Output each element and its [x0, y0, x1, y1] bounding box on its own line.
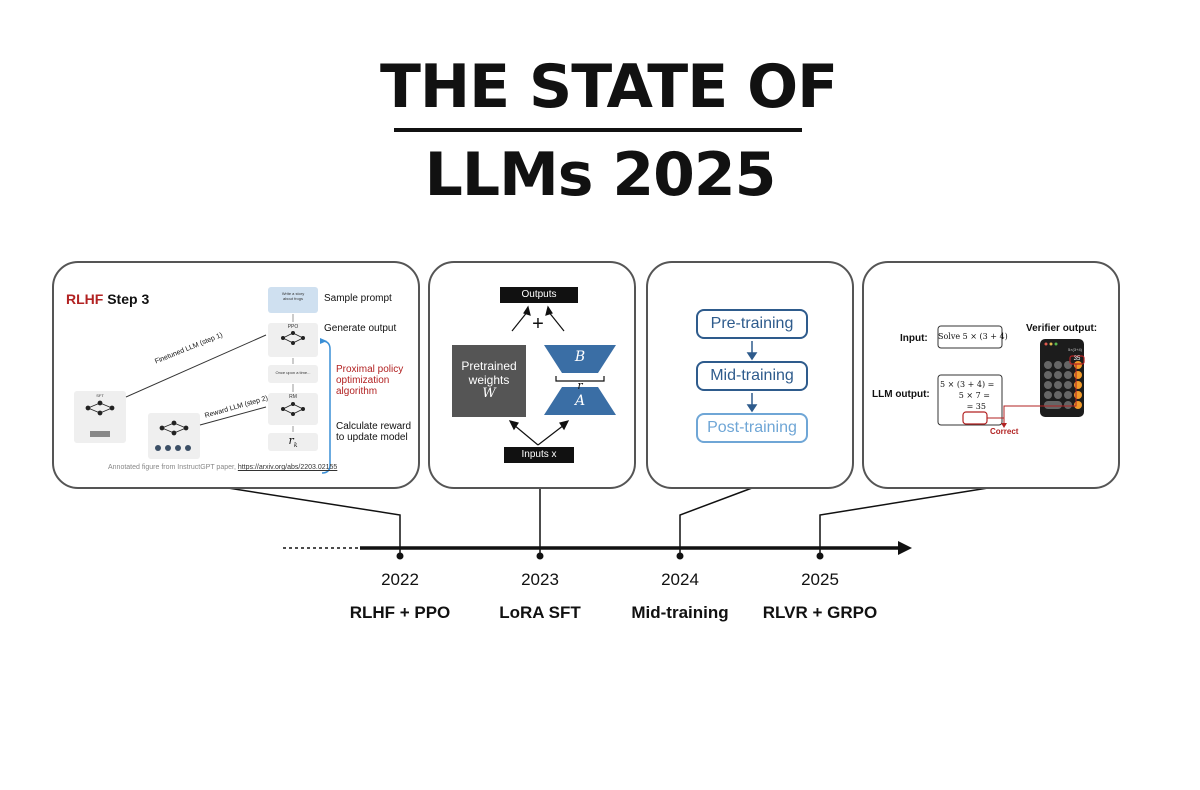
lora-b-label: B: [574, 349, 586, 365]
year-2025: 2025: [801, 570, 839, 589]
input-value: Solve 5 × (3 + 4): [938, 332, 1008, 341]
year-2024: 2024: [661, 570, 699, 589]
post-training-pill: Post-training: [696, 413, 808, 443]
prompt-card-line-1: Write a story: [281, 291, 305, 296]
sample-prompt-label: Sample prompt: [324, 293, 392, 304]
proximal-line-2: optimization: [336, 375, 390, 386]
timeline-dot-2025: [816, 552, 824, 560]
rlhf-heading-rest: Step 3: [103, 291, 150, 307]
lora-r-label: r: [577, 379, 583, 392]
rk-card-label: rk: [268, 434, 318, 449]
milestone-2023: LoRA SFT: [499, 603, 581, 622]
lora-diagram: [452, 287, 616, 463]
panel-rlvr: Input: Solve 5 × (3 + 4) Verifier output…: [862, 261, 1120, 489]
rlhf-caption: Annotated figure from InstructGPT paper,…: [108, 464, 337, 471]
llm-output-label: LLM output:: [872, 389, 930, 400]
lora-outputs-label: Outputs: [521, 289, 557, 300]
title-line-1: THE STATE OF: [380, 52, 838, 122]
milestone-2022: RLHF + PPO: [349, 603, 451, 622]
year-2022: 2022: [381, 570, 419, 589]
rk-symbol: r: [288, 434, 294, 447]
pretrained-line-1: Pretrained: [461, 359, 517, 373]
llm-line-3: = 35: [966, 402, 986, 411]
calculator-expression: 5×(3+4): [1067, 347, 1082, 352]
rk-subscript: k: [293, 442, 298, 450]
milestone-2025: RLVR + GRPO: [762, 603, 878, 622]
lora-plus-sign: +: [532, 313, 544, 335]
timeline-dot-2022: [396, 552, 404, 560]
timeline-arrowhead: [898, 541, 912, 555]
correct-label: Correct: [990, 427, 1019, 436]
caption-prefix: Annotated figure from InstructGPT paper,: [108, 464, 238, 471]
title-rule: [394, 128, 802, 132]
proximal-line-3: algorithm: [336, 386, 378, 397]
rlvr-diagram: [937, 325, 1085, 428]
input-label: Input:: [900, 333, 928, 344]
pre-training-pill: Pre-training: [696, 309, 808, 339]
mid-training-pill: Mid-training: [696, 361, 808, 391]
title-line-2: LLMs 2025: [424, 140, 777, 210]
rlhf-heading-accent: RLHF: [66, 291, 104, 307]
rm-card-label: RM: [289, 394, 297, 400]
ppo-card-label: PPO: [287, 324, 299, 330]
connector-2025: [819, 487, 989, 556]
connector-2024: [679, 487, 753, 556]
panel-mid-training: Pre-training Mid-training Post-training: [646, 261, 854, 489]
verifier-output-label: Verifier output:: [1026, 323, 1098, 334]
pretrained-line-2: weights: [468, 373, 510, 387]
lora-inputs-label: Inputs x: [521, 449, 557, 460]
rlhf-heading: RLHF Step 3: [66, 291, 149, 307]
sft-card-label: SFT: [96, 393, 104, 398]
lora-a-label: A: [574, 393, 586, 409]
llm-line-2: 5 × 7 =: [958, 391, 990, 400]
milestone-2024: Mid-training: [631, 603, 729, 622]
reward-line-1: Calculate reward: [336, 421, 412, 432]
rlhf-diagram: [74, 287, 331, 474]
prompt-card-line-2: about frogs: [282, 296, 303, 301]
timeline-dot-2024: [676, 552, 684, 560]
llm-output-text: 5 × (3 + 4) = 5 × 7 = = 35: [940, 379, 1000, 412]
mid-training-arrows: [746, 341, 758, 413]
calculator-result: 35: [1073, 356, 1081, 362]
pretrained-w: W: [482, 386, 496, 401]
llm-line-1: 5 × (3 + 4) =: [940, 380, 995, 389]
connector-2022: [227, 487, 401, 556]
timeline-dot-2023: [536, 552, 544, 560]
generate-output-label: Generate output: [324, 323, 397, 334]
year-2023: 2023: [521, 570, 559, 589]
caption-link[interactable]: https://arxiv.org/abs/2203.02155: [237, 464, 338, 471]
reward-line-2: to update model: [336, 432, 408, 443]
proximal-line-1: Proximal policy: [336, 364, 404, 375]
story-card-text: Once upon a time...: [275, 370, 311, 375]
